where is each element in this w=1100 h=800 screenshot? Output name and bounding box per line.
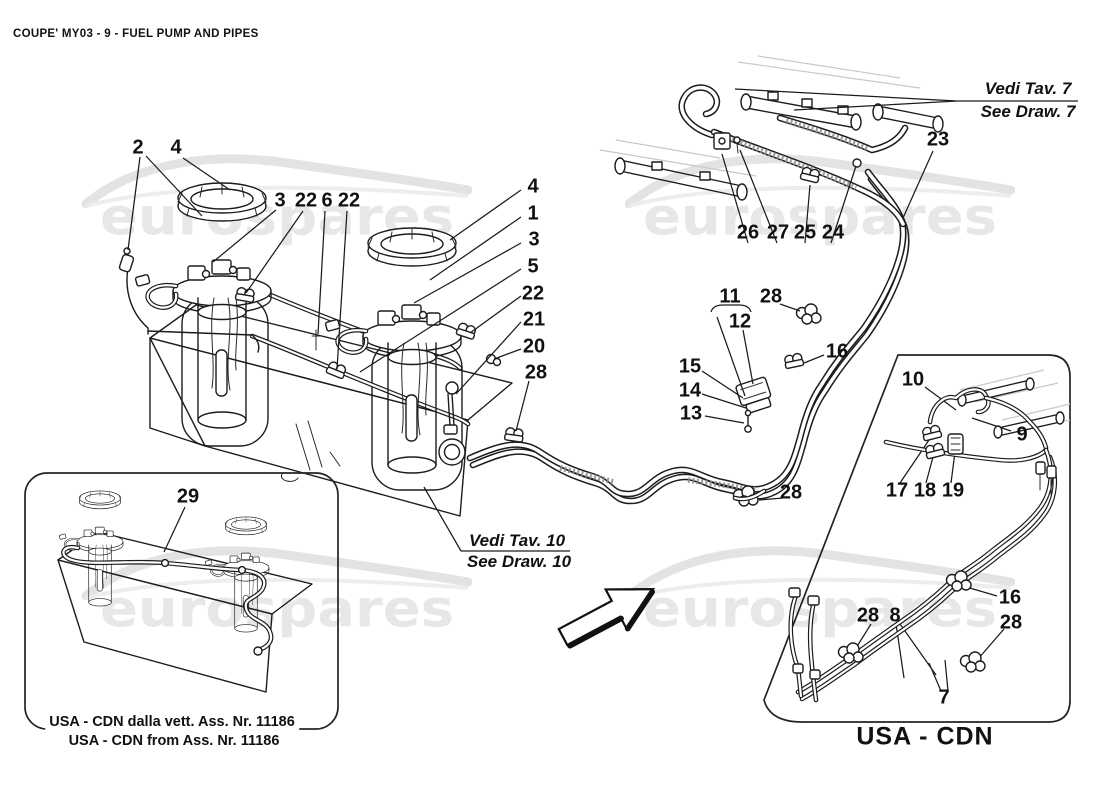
part-number-12: 12 [728,310,752,333]
part-number-22: 22 [337,189,361,212]
see-draw-7-line2: See Draw. 7 [980,102,1076,121]
part-number-6: 6 [321,189,333,212]
part-number-29: 29 [176,485,200,508]
part-number-3: 3 [274,189,286,212]
part-number-7: 7 [938,686,950,709]
part-number-25: 25 [793,221,817,244]
pipe-clamps-and-valve-drawing [234,286,822,507]
left-inset-caption-line1: USA - CDN dalla vett. Ass. Nr. 11186 [45,714,299,730]
direction-arrow [557,588,656,649]
part-number-10: 10 [901,368,925,391]
part-number-17: 17 [885,479,909,502]
part-number-15: 15 [678,355,702,378]
page-title: COUPE' MY03 - 9 - FUEL PUMP AND PIPES [13,28,259,40]
see-draw-10-line1: Vedi Tav. 10 [468,531,566,550]
part-number-8: 8 [889,604,901,627]
see-draw-7-line1: Vedi Tav. 7 [984,79,1072,98]
part-number-23: 23 [926,128,950,151]
part-number-28: 28 [524,361,548,384]
part-number-28: 28 [999,611,1023,634]
fuel-pump-left-drawing [135,183,271,428]
right-inset-label: USA - CDN [856,722,994,751]
see-draw-10-line2: See Draw. 10 [466,552,572,571]
part-number-14: 14 [678,379,702,402]
main-fuel-line-drawing [466,168,910,505]
part-number-1: 1 [527,202,539,225]
left-inset-caption-line2: USA - CDN from Ass. Nr. 11186 [64,733,284,749]
part-number-4: 4 [527,175,539,198]
usa-cdn-left-inset [24,472,339,730]
part-number-24: 24 [821,221,845,244]
part-number-18: 18 [913,479,937,502]
part-number-16: 16 [825,340,849,363]
part-number-13: 13 [679,402,703,425]
part-number-11: 11 [719,285,741,308]
part-number-16: 16 [998,586,1022,609]
pump-outlet-fittings-drawing [311,329,466,466]
part-number-28: 28 [856,604,880,627]
part-number-28: 28 [779,481,803,504]
part-number-2: 2 [132,136,144,159]
callout-leader-lines [127,88,1078,692]
part-number-4: 4 [170,136,182,159]
part-number-3: 3 [528,228,540,251]
part-number-20: 20 [522,335,546,358]
part-number-28: 28 [759,285,783,308]
part-number-27: 27 [766,221,790,244]
part-number-22: 22 [521,282,545,305]
part-number-21: 21 [522,308,546,331]
part-number-19: 19 [941,479,965,502]
part-number-22: 22 [294,189,318,212]
part-number-5: 5 [527,255,539,278]
part-number-26: 26 [736,221,760,244]
part-number-9: 9 [1016,423,1028,446]
